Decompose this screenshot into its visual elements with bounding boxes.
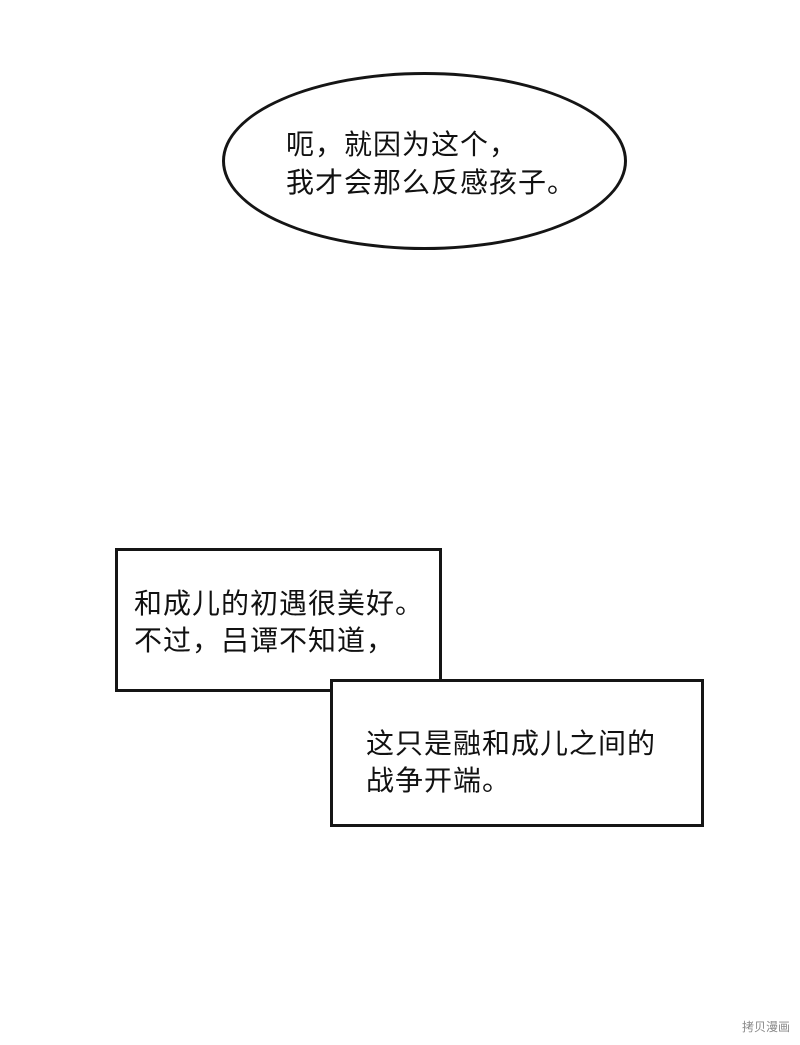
narration-box-1 xyxy=(115,548,442,692)
speech-bubble-text: 呃，就因为这个， 我才会那么反感孩子。 xyxy=(286,126,576,202)
narration-box-1-line-1: 和成儿的初遇很美好。 xyxy=(134,587,425,620)
narration-box-2-line-2: 战争开端。 xyxy=(366,764,512,797)
narration-box-2-text: 这只是融和成儿之间的 战争开端。 xyxy=(366,725,656,799)
narration-box-2-line-1: 这只是融和成儿之间的 xyxy=(366,727,657,760)
speech-line-1: 呃，就因为这个， xyxy=(286,128,519,161)
narration-box-1-text: 和成儿的初遇很美好。 不过，吕谭不知道， xyxy=(134,585,424,659)
speech-bubble xyxy=(222,72,627,250)
narration-box-1-line-2: 不过，吕谭不知道， xyxy=(134,624,396,657)
narration-box-2 xyxy=(330,679,704,827)
speech-line-2: 我才会那么反感孩子。 xyxy=(286,166,577,199)
watermark-text: 拷贝漫画 xyxy=(741,1020,790,1034)
